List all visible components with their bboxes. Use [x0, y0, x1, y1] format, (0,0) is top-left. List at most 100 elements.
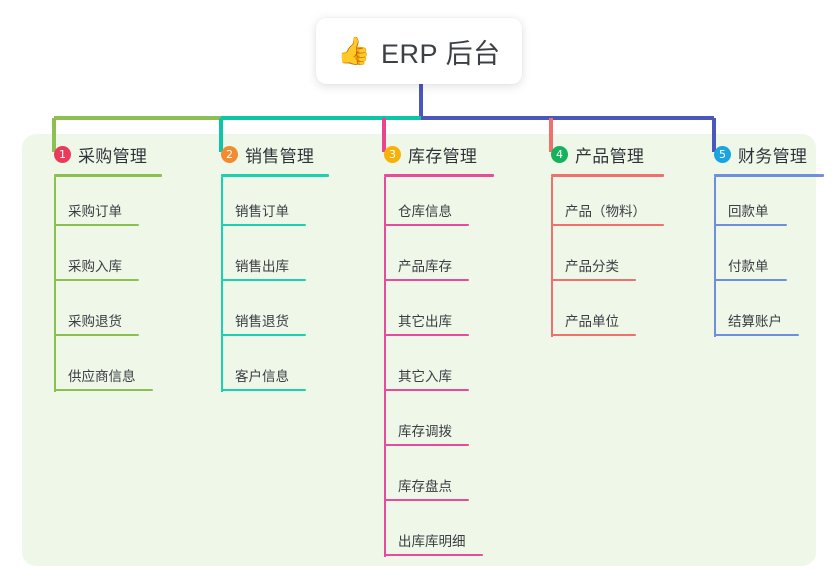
- menu-item-underline: [714, 334, 799, 336]
- column-number-badge: 1: [54, 145, 71, 163]
- column-header-underline: [551, 174, 664, 177]
- menu-item-label: 仓库信息: [398, 204, 452, 219]
- menu-item[interactable]: 回款单: [698, 177, 824, 232]
- menu-item[interactable]: 产品单位: [535, 287, 664, 342]
- menu-item-label: 采购订单: [68, 204, 122, 219]
- menu-item-underline: [384, 389, 469, 391]
- column-产品管理: 4 产品管理产品（物料） 产品分类产品单位: [535, 140, 664, 342]
- diagram-panel: [22, 134, 816, 566]
- column-header[interactable]: 1 采购管理: [38, 140, 162, 168]
- column-spine: [714, 177, 716, 337]
- column-items: 回款单付款单结算账户: [698, 177, 824, 342]
- menu-item[interactable]: 产品库存: [368, 232, 494, 287]
- menu-item-underline: [54, 389, 153, 391]
- menu-item-underline: [54, 279, 139, 281]
- menu-item-underline: [384, 444, 469, 446]
- menu-item[interactable]: 出库库明细: [368, 507, 494, 562]
- column-header[interactable]: 4 产品管理: [535, 140, 664, 168]
- column-spine: [221, 177, 223, 392]
- column-销售管理: 2 销售管理销售订单销售出库销售退货客户信息: [205, 140, 329, 397]
- column-items: 仓库信息产品库存其它出库其它入库库存调拨库存盘点出库库明细: [368, 177, 494, 562]
- menu-item[interactable]: 采购入库: [38, 232, 162, 287]
- column-spine: [551, 177, 553, 337]
- menu-item[interactable]: 结算账户: [698, 287, 824, 342]
- menu-item[interactable]: 采购订单: [38, 177, 162, 232]
- column-title: 财务管理: [738, 146, 808, 166]
- menu-item[interactable]: 付款单: [698, 232, 824, 287]
- menu-item-underline: [384, 224, 469, 226]
- thumbs-up-icon: 👍: [337, 35, 372, 66]
- menu-item-underline: [221, 389, 306, 391]
- menu-item-underline: [551, 279, 636, 281]
- column-title: 产品管理: [575, 146, 645, 166]
- column-header[interactable]: 2 销售管理: [205, 140, 329, 168]
- menu-item-underline: [384, 334, 469, 336]
- menu-item-underline: [384, 554, 483, 556]
- menu-item-label: 付款单: [728, 259, 769, 274]
- column-header[interactable]: 5 财务管理: [698, 140, 824, 168]
- column-采购管理: 1 采购管理采购订单采购入库采购退货供应商信息: [38, 140, 162, 397]
- menu-item-underline: [221, 334, 306, 336]
- menu-item-label: 出库库明细: [398, 534, 466, 549]
- menu-item-underline: [714, 224, 787, 226]
- column-number-badge: 2: [221, 145, 238, 163]
- menu-item-label: 库存调拨: [398, 424, 452, 439]
- menu-item-underline: [221, 279, 306, 281]
- menu-item[interactable]: 产品分类: [535, 232, 664, 287]
- menu-item[interactable]: 其它入库: [368, 342, 494, 397]
- menu-item-underline: [384, 279, 469, 281]
- menu-item-underline: [714, 279, 787, 281]
- menu-item[interactable]: 供应商信息: [38, 342, 162, 397]
- column-header-underline: [54, 174, 162, 177]
- column-number-badge: 3: [384, 145, 401, 163]
- column-number-badge: 5: [714, 145, 731, 163]
- menu-item-label: 客户信息: [235, 369, 289, 384]
- menu-item-label: 结算账户: [728, 314, 782, 329]
- root-node-title: ERP 后台: [381, 38, 501, 69]
- root-node-erp-backend[interactable]: 👍 ERP 后台: [316, 18, 522, 84]
- column-spine: [384, 177, 386, 557]
- menu-item[interactable]: 库存调拨: [368, 397, 494, 452]
- menu-item[interactable]: 库存盘点: [368, 452, 494, 507]
- menu-item-label: 库存盘点: [398, 479, 452, 494]
- column-items: 产品（物料） 产品分类产品单位: [535, 177, 664, 342]
- column-header[interactable]: 3 库存管理: [368, 140, 494, 168]
- column-财务管理: 5 财务管理回款单付款单结算账户: [698, 140, 824, 342]
- column-header-underline: [714, 174, 824, 177]
- menu-item[interactable]: 采购退货: [38, 287, 162, 342]
- menu-item-label: 销售出库: [235, 259, 289, 274]
- column-number-badge: 4: [551, 145, 568, 163]
- column-title: 采购管理: [78, 146, 148, 166]
- menu-item-label: 产品分类: [565, 259, 619, 274]
- menu-item-underline: [54, 334, 139, 336]
- menu-item-label: 采购入库: [68, 259, 122, 274]
- menu-item-underline: [551, 334, 636, 336]
- menu-item-label: 产品库存: [398, 259, 452, 274]
- menu-item-label: 产品（物料）: [565, 204, 646, 219]
- menu-item[interactable]: 产品（物料）: [535, 177, 664, 232]
- menu-item[interactable]: 销售订单: [205, 177, 329, 232]
- column-title: 销售管理: [245, 146, 315, 166]
- menu-item[interactable]: 销售出库: [205, 232, 329, 287]
- column-库存管理: 3 库存管理仓库信息产品库存其它出库其它入库库存调拨库存盘点出库库明细: [368, 140, 494, 562]
- column-items: 采购订单采购入库采购退货供应商信息: [38, 177, 162, 397]
- menu-item-label: 销售退货: [235, 314, 289, 329]
- menu-item-label: 采购退货: [68, 314, 122, 329]
- menu-item[interactable]: 仓库信息: [368, 177, 494, 232]
- menu-item[interactable]: 其它出库: [368, 287, 494, 342]
- column-items: 销售订单销售出库销售退货客户信息: [205, 177, 329, 397]
- menu-item-label: 产品单位: [565, 314, 619, 329]
- column-spine: [54, 177, 56, 392]
- column-header-underline: [221, 174, 329, 177]
- menu-item-underline: [384, 499, 469, 501]
- menu-item[interactable]: 销售退货: [205, 287, 329, 342]
- menu-item-underline: [551, 224, 664, 226]
- menu-item-label: 其它出库: [398, 314, 452, 329]
- menu-item-label: 供应商信息: [68, 369, 136, 384]
- column-title: 库存管理: [408, 146, 478, 166]
- menu-item-label: 销售订单: [235, 204, 289, 219]
- menu-item[interactable]: 客户信息: [205, 342, 329, 397]
- column-header-underline: [384, 174, 494, 177]
- menu-item-label: 回款单: [728, 204, 769, 219]
- menu-item-label: 其它入库: [398, 369, 452, 384]
